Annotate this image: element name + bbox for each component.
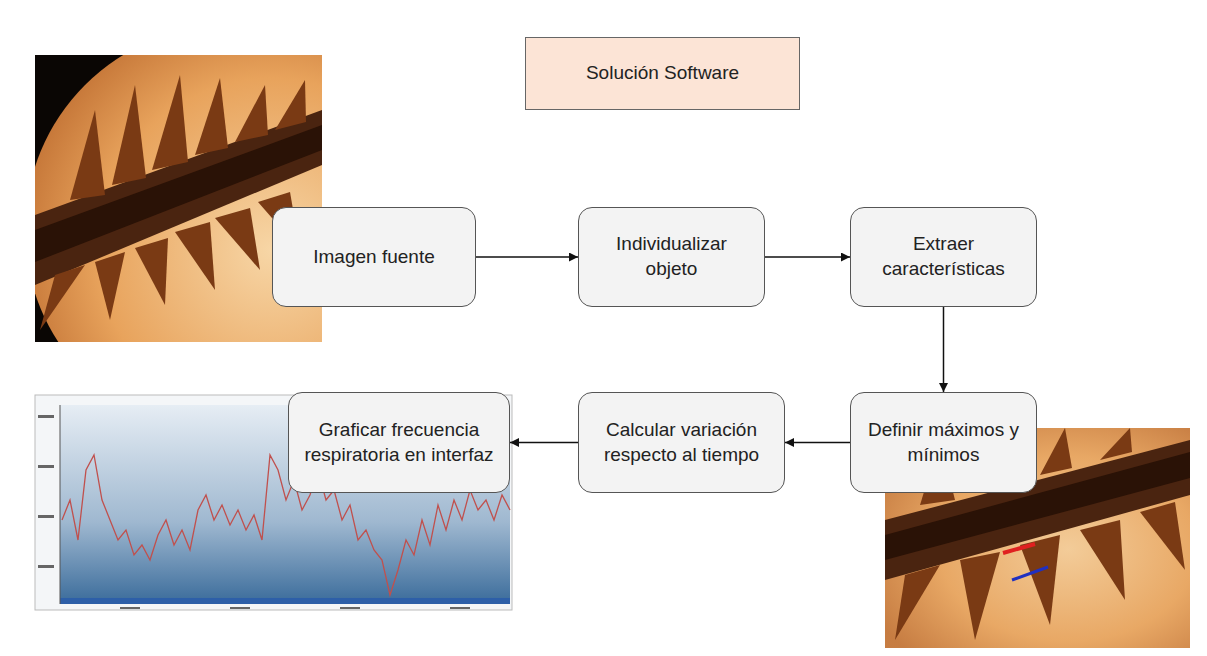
box-label: Extraer características [863,232,1024,281]
process-box: Extraer características [850,207,1037,307]
flow-arrow [765,256,850,258]
process-box: Individualizar objeto [578,207,765,307]
box-label: Solución Software [586,61,739,86]
flow-arrow [510,442,578,444]
process-box: Calcular variación respecto al tiempo [578,392,785,493]
box-label: Graficar frecuencia respiratoria en inte… [301,418,497,467]
process-box: Imagen fuente [272,207,476,307]
box-label: Definir máximos y mínimos [863,418,1024,467]
flow-arrow [785,442,850,444]
process-box: Definir máximos y mínimos [850,392,1037,493]
process-box: Graficar frecuencia respiratoria en inte… [288,392,510,493]
box-label: Individualizar objeto [591,232,752,281]
flow-arrow [476,256,578,258]
title-box: Solución Software [525,37,800,110]
respiratory-chart [35,395,512,610]
box-label: Calcular variación respecto al tiempo [591,418,772,467]
flow-arrow [943,307,945,392]
box-label: Imagen fuente [313,245,434,270]
